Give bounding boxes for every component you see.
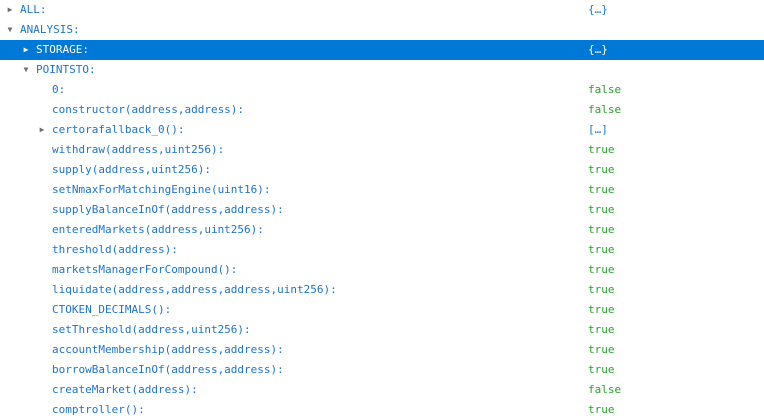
tree-row[interactable]: ▼ ANALYSIS: bbox=[0, 20, 764, 40]
triangle-down-icon[interactable]: ▼ bbox=[7, 25, 13, 34]
row-label: marketsManagerForCompound(): bbox=[52, 263, 238, 276]
row-label: constructor(address,address): bbox=[52, 103, 245, 116]
row-label: supply(address,uint256): bbox=[52, 163, 211, 176]
row-label: CTOKEN_DECIMALS(): bbox=[52, 303, 172, 316]
tree-row[interactable]: borrowBalanceInOf(address,address): true bbox=[0, 360, 764, 380]
row-value: true bbox=[588, 163, 615, 176]
tree-row[interactable]: ▶ certorafallback_0(): […] bbox=[0, 120, 764, 140]
row-label: 0: bbox=[52, 83, 66, 96]
row-value: true bbox=[588, 143, 615, 156]
tree-row[interactable]: comptroller(): true bbox=[0, 400, 764, 420]
row-value: true bbox=[588, 303, 615, 316]
tree-row[interactable]: ▼ POINTSTO: bbox=[0, 60, 764, 80]
row-value: true bbox=[588, 403, 615, 416]
row-value: true bbox=[588, 283, 615, 296]
tree-row[interactable]: setNmaxForMatchingEngine(uint16): true bbox=[0, 180, 764, 200]
triangle-down-icon[interactable]: ▼ bbox=[23, 65, 29, 74]
triangle-right-icon[interactable]: ▶ bbox=[23, 45, 29, 54]
tree-row[interactable]: CTOKEN_DECIMALS(): true bbox=[0, 300, 764, 320]
row-value: false bbox=[588, 83, 622, 96]
row-label: setNmaxForMatchingEngine(uint16): bbox=[52, 183, 271, 196]
row-label: liquidate(address,address,address,uint25… bbox=[52, 283, 337, 296]
row-label: setThreshold(address,uint256): bbox=[52, 323, 251, 336]
row-label: supplyBalanceInOf(address,address): bbox=[52, 203, 284, 216]
row-value: true bbox=[588, 343, 615, 356]
tree-row[interactable]: enteredMarkets(address,uint256): true bbox=[0, 220, 764, 240]
triangle-right-icon[interactable]: ▶ bbox=[7, 5, 13, 14]
row-value: true bbox=[588, 203, 615, 216]
tree-row[interactable]: ▶ ALL: {…} bbox=[0, 0, 764, 20]
tree-row[interactable]: constructor(address,address): false bbox=[0, 100, 764, 120]
row-label: withdraw(address,uint256): bbox=[52, 143, 225, 156]
tree-row[interactable]: 0: false bbox=[0, 80, 764, 100]
row-value: […] bbox=[588, 123, 608, 136]
tree-row[interactable]: accountMembership(address,address): true bbox=[0, 340, 764, 360]
tree-row[interactable]: supply(address,uint256): true bbox=[0, 160, 764, 180]
row-value: false bbox=[588, 103, 622, 116]
row-value: true bbox=[588, 183, 615, 196]
row-value: true bbox=[588, 263, 615, 276]
row-label: createMarket(address): bbox=[52, 383, 198, 396]
tree-row[interactable]: marketsManagerForCompound(): true bbox=[0, 260, 764, 280]
row-label: comptroller(): bbox=[52, 403, 145, 416]
tree-row[interactable]: setThreshold(address,uint256): true bbox=[0, 320, 764, 340]
tree-row[interactable]: liquidate(address,address,address,uint25… bbox=[0, 280, 764, 300]
triangle-right-icon[interactable]: ▶ bbox=[39, 125, 45, 134]
tree-row[interactable]: withdraw(address,uint256): true bbox=[0, 140, 764, 160]
row-label: ALL: bbox=[20, 3, 47, 16]
row-label: threshold(address): bbox=[52, 243, 178, 256]
row-label: STORAGE: bbox=[36, 43, 89, 56]
row-label: borrowBalanceInOf(address,address): bbox=[52, 363, 284, 376]
tree-row[interactable]: supplyBalanceInOf(address,address): true bbox=[0, 200, 764, 220]
row-value: true bbox=[588, 243, 615, 256]
row-value: true bbox=[588, 223, 615, 236]
row-label: enteredMarkets(address,uint256): bbox=[52, 223, 264, 236]
row-value: false bbox=[588, 383, 622, 396]
row-label: ANALYSIS: bbox=[20, 23, 80, 36]
row-label: certorafallback_0(): bbox=[52, 123, 185, 136]
row-label: POINTSTO: bbox=[36, 63, 96, 76]
tree-row[interactable]: threshold(address): true bbox=[0, 240, 764, 260]
row-label: accountMembership(address,address): bbox=[52, 343, 284, 356]
row-value: {…} bbox=[588, 3, 608, 16]
tree-row[interactable]: ▶ STORAGE: {…} bbox=[0, 40, 764, 60]
row-value: true bbox=[588, 363, 615, 376]
tree-row[interactable]: createMarket(address): false bbox=[0, 380, 764, 400]
row-value: {…} bbox=[588, 43, 608, 56]
row-value: true bbox=[588, 323, 615, 336]
